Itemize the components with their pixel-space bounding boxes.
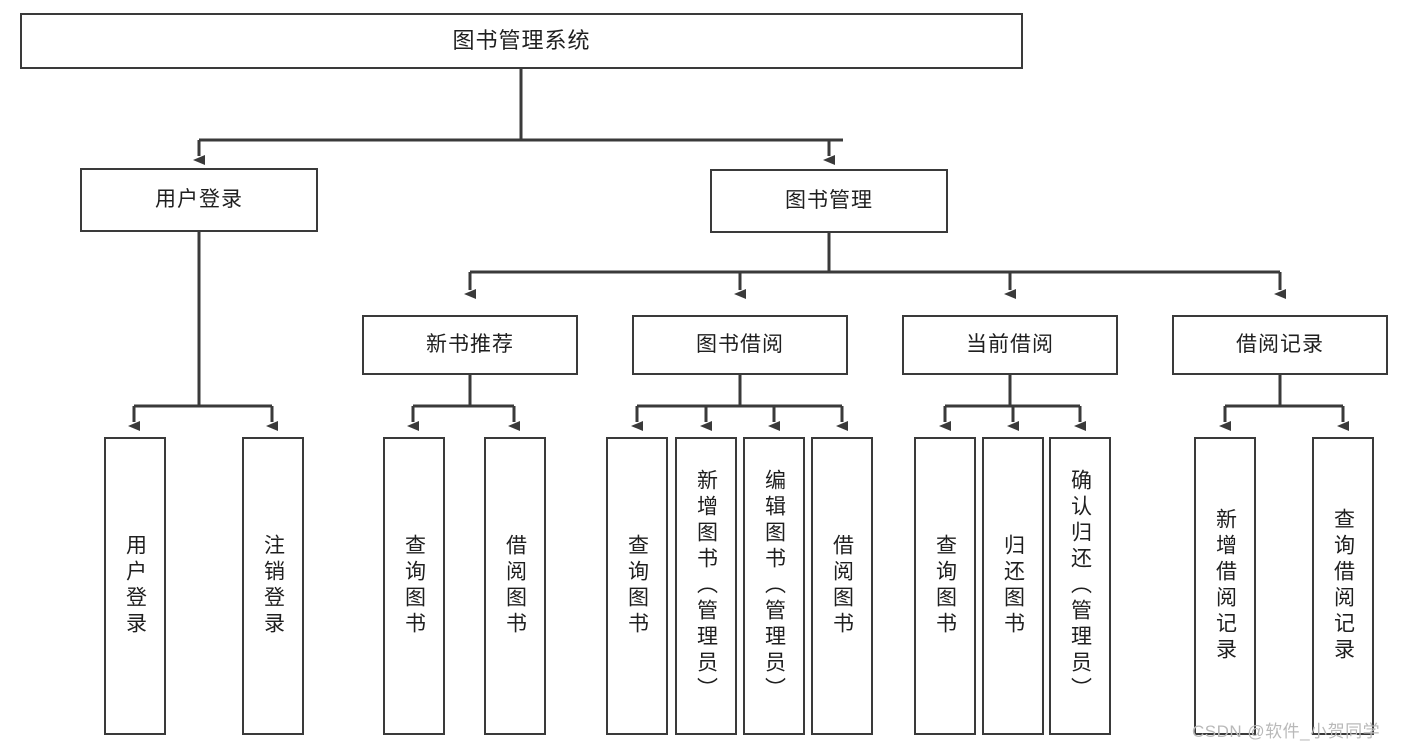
leaf-user-login-label: 用户登录: [123, 534, 147, 638]
leaf-add-book-label: 新增图书（管理员）: [694, 469, 718, 703]
node-new-book-recommend-label: 新书推荐: [426, 333, 514, 357]
leaf-query-book-2-label: 查询图书: [625, 534, 649, 638]
node-borrow-record[interactable]: 借阅记录: [1172, 315, 1388, 375]
leaf-confirm-return-label: 确认归还（管理员）: [1068, 469, 1092, 703]
node-new-book-recommend[interactable]: 新书推荐: [362, 315, 578, 375]
node-current-borrow-label: 当前借阅: [966, 333, 1054, 357]
node-current-borrow[interactable]: 当前借阅: [902, 315, 1118, 375]
leaf-borrow-book-1[interactable]: 借阅图书: [484, 437, 546, 735]
leaf-borrow-book-2-label: 借阅图书: [830, 534, 854, 638]
leaf-user-logout[interactable]: 注销登录: [242, 437, 304, 735]
leaf-borrow-book-1-label: 借阅图书: [503, 534, 527, 638]
node-book-borrow[interactable]: 图书借阅: [632, 315, 848, 375]
leaf-query-record[interactable]: 查询借阅记录: [1312, 437, 1374, 735]
leaf-query-book-1-label: 查询图书: [402, 534, 426, 638]
leaf-query-book-1[interactable]: 查询图书: [383, 437, 445, 735]
leaf-return-book-label: 归还图书: [1001, 534, 1025, 638]
node-borrow-record-label: 借阅记录: [1236, 333, 1324, 357]
leaf-query-book-3-label: 查询图书: [933, 534, 957, 638]
leaf-edit-book-label: 编辑图书（管理员）: [762, 469, 786, 703]
leaf-add-record[interactable]: 新增借阅记录: [1194, 437, 1256, 735]
leaf-query-book-3[interactable]: 查询图书: [914, 437, 976, 735]
node-book-borrow-label: 图书借阅: [696, 333, 784, 357]
node-user-login[interactable]: 用户登录: [80, 168, 318, 232]
leaf-add-record-label: 新增借阅记录: [1213, 508, 1237, 664]
node-book-management-label: 图书管理: [785, 189, 873, 213]
node-book-management[interactable]: 图书管理: [710, 169, 948, 233]
leaf-user-login[interactable]: 用户登录: [104, 437, 166, 735]
leaf-return-book[interactable]: 归还图书: [982, 437, 1044, 735]
leaf-borrow-book-2[interactable]: 借阅图书: [811, 437, 873, 735]
leaf-edit-book[interactable]: 编辑图书（管理员）: [743, 437, 805, 735]
leaf-query-record-label: 查询借阅记录: [1331, 508, 1355, 664]
leaf-confirm-return[interactable]: 确认归还（管理员）: [1049, 437, 1111, 735]
node-root-system[interactable]: 图书管理系统: [20, 13, 1023, 69]
leaf-query-book-2[interactable]: 查询图书: [606, 437, 668, 735]
watermark-credit: CSDN @软件_小贺同学: [1192, 722, 1381, 741]
leaf-user-logout-label: 注销登录: [261, 534, 285, 638]
node-root-system-label: 图书管理系统: [452, 27, 591, 53]
node-user-login-label: 用户登录: [155, 188, 243, 212]
leaf-add-book[interactable]: 新增图书（管理员）: [675, 437, 737, 735]
